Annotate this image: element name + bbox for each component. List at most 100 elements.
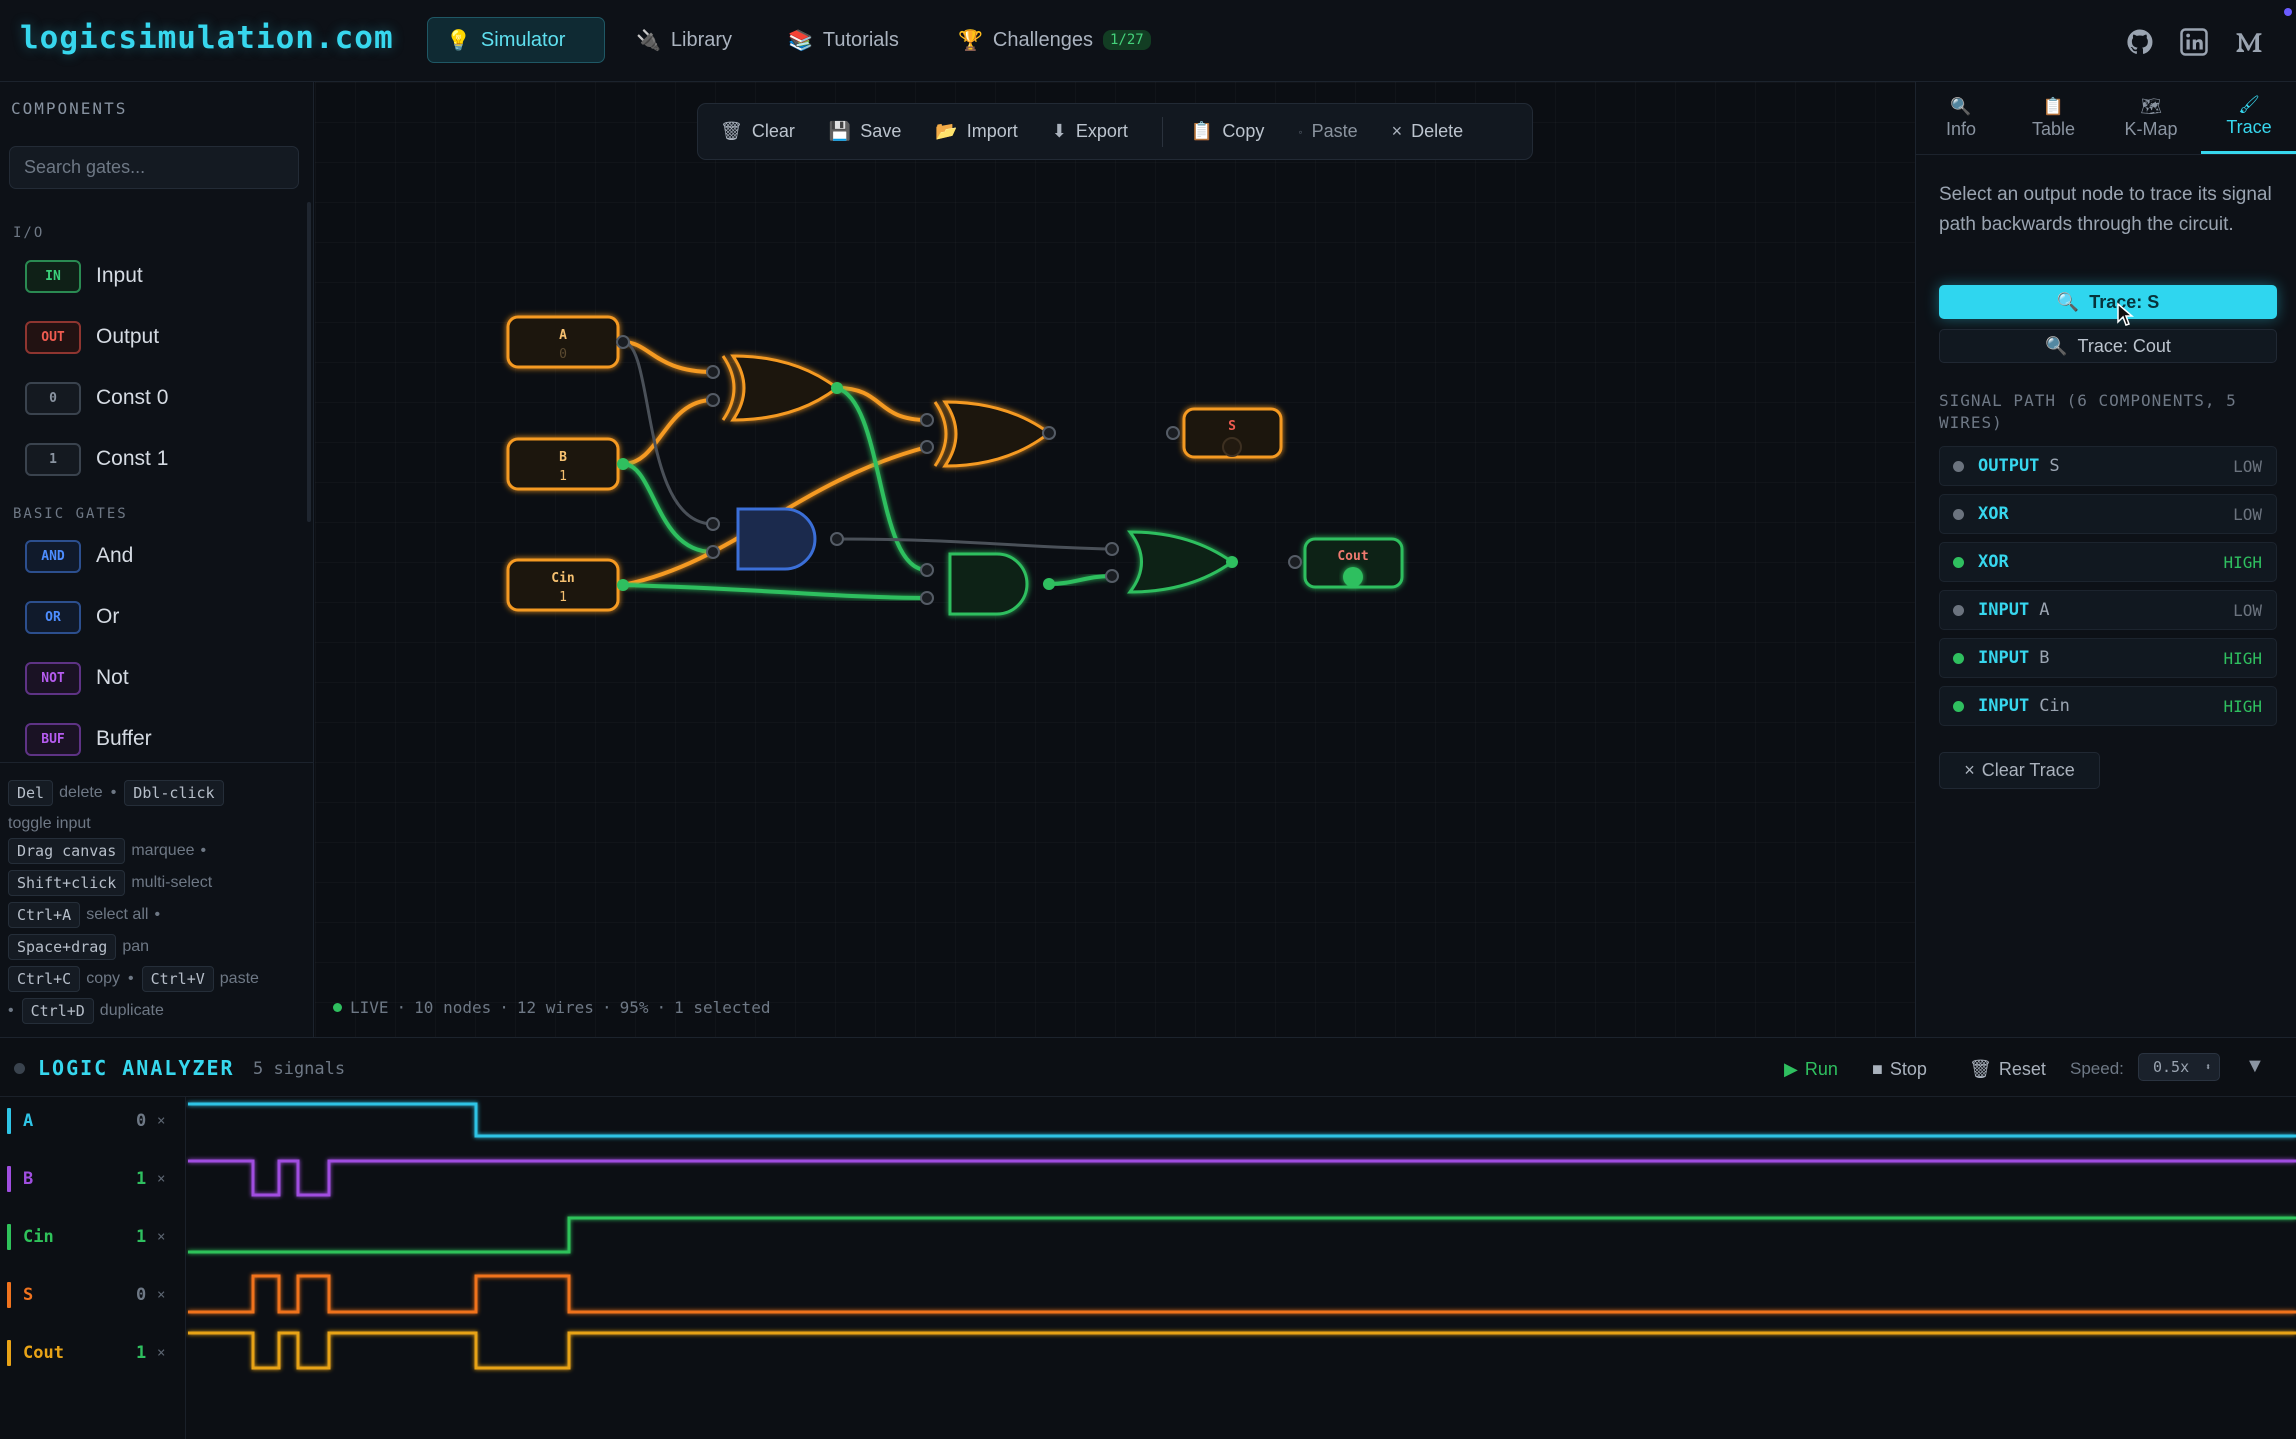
circuit-diagram[interactable]: A 0 B 1 Cin 1 — [315, 82, 1915, 1037]
tab-table[interactable]: 📋Table — [2006, 82, 2101, 154]
waveform-b — [188, 1159, 2296, 1197]
trace-cout-button[interactable]: 🔍Trace: Cout — [1939, 329, 2277, 363]
shortcut-line: • Ctrl+D duplicate — [8, 998, 164, 1024]
circuit-canvas[interactable] — [315, 82, 1915, 1037]
path-kind: OUTPUT — [1978, 456, 2040, 476]
button-label: Trace: Cout — [2077, 335, 2171, 356]
and-gate-2[interactable] — [948, 552, 1029, 616]
component-or[interactable]: OR Or — [0, 591, 300, 643]
medium-icon[interactable] — [2234, 27, 2264, 57]
paste-button[interactable]: ◦Paste — [1298, 121, 1357, 142]
import-button[interactable]: 📂Import — [935, 121, 1017, 142]
remove-signal-icon[interactable]: × — [157, 1345, 166, 1361]
nav-tab-simulator[interactable]: 💡 Simulator — [427, 17, 605, 63]
remove-signal-icon[interactable]: × — [157, 1113, 166, 1129]
save-button[interactable]: 💾Save — [829, 121, 901, 142]
trace-s-button[interactable]: 🔍Trace: S — [1939, 285, 2277, 319]
button-label: Reset — [1998, 1058, 2046, 1079]
collapse-chevron-icon[interactable]: ▼ — [2245, 1055, 2265, 1077]
wire-and1-or — [835, 537, 1114, 551]
pins — [616, 335, 1302, 605]
path-name: A — [2039, 600, 2050, 620]
signal-value: 0 — [136, 1285, 147, 1305]
remove-signal-icon[interactable]: × — [157, 1229, 166, 1245]
speed-select[interactable]: 0.5x⬍ — [2138, 1053, 2220, 1081]
close-icon: × — [1964, 760, 1975, 780]
component-input[interactable]: IN Input — [0, 250, 300, 302]
tab-info[interactable]: 🔍Info — [1916, 82, 2006, 154]
stop-button[interactable]: ■Stop — [1860, 1053, 1939, 1085]
kbd-key: Del — [8, 780, 54, 806]
sidebar-scrollbar[interactable] — [307, 202, 311, 522]
kbd-key: Space+drag — [8, 934, 117, 960]
component-and[interactable]: AND And — [0, 530, 300, 582]
button-label: Copy — [1222, 121, 1265, 141]
or-gate[interactable] — [1126, 530, 1235, 594]
xor-gate-1[interactable] — [721, 354, 840, 422]
export-button[interactable]: ⬇Export — [1052, 121, 1128, 142]
copy-button[interactable]: 📋Copy — [1191, 121, 1264, 142]
nav-tab-label: Tutorials — [822, 28, 899, 51]
signal-path-row[interactable]: INPUT B HIGH — [1939, 638, 2277, 678]
clear-trace-button[interactable]: × Clear Trace — [1939, 752, 2100, 789]
xor-gate-2[interactable] — [933, 400, 1052, 468]
tab-trace[interactable]: 🖌Trace — [2201, 82, 2296, 154]
path-name: S — [2049, 456, 2060, 476]
level-dot — [1953, 508, 1964, 520]
shortcut-line: toggle input — [8, 815, 91, 833]
kbd-key: Ctrl+V — [141, 966, 214, 992]
top-bar: logicsimulation.com 💡 Simulator 🔌 Librar… — [0, 0, 2296, 82]
search-gates-input[interactable] — [9, 146, 299, 189]
tab-kmap[interactable]: 🗺K-Map — [2101, 82, 2201, 154]
input-node-b[interactable]: B 1 — [506, 437, 620, 491]
input-node-cin[interactable]: Cin 1 — [506, 558, 620, 612]
github-icon[interactable] — [2125, 27, 2155, 57]
remove-signal-icon[interactable]: × — [157, 1171, 166, 1187]
signal-value: 1 — [136, 1343, 147, 1363]
path-name: B — [2039, 648, 2050, 668]
tab-label: Info — [1945, 118, 1977, 139]
brand-logo[interactable]: logicsimulation.com — [20, 20, 394, 56]
kbd-key: Dbl-click — [124, 780, 224, 806]
component-not[interactable]: NOT Not — [0, 652, 300, 704]
component-label: Const 1 — [96, 447, 169, 470]
stop-icon: ■ — [1872, 1058, 1883, 1079]
live-indicator-dot — [333, 1003, 342, 1012]
waveform-display[interactable] — [186, 1096, 2296, 1439]
linkedin-icon[interactable] — [2179, 27, 2209, 57]
remove-signal-icon[interactable]: × — [157, 1287, 166, 1303]
component-buffer[interactable]: BUF Buffer — [0, 713, 300, 765]
output-node-cout[interactable]: Cout — [1303, 537, 1404, 589]
clear-button[interactable]: 🗑Clear — [720, 121, 795, 142]
component-output[interactable]: OUT Output — [0, 311, 300, 363]
path-level: HIGH — [2223, 648, 2262, 668]
group-label-basic-gates: BASIC GATES — [13, 506, 128, 522]
and-gate-1[interactable] — [736, 507, 817, 571]
input-node-a[interactable]: A 0 — [506, 315, 620, 369]
level-dot — [1953, 604, 1964, 616]
output-node-s[interactable]: S — [1182, 407, 1283, 459]
reset-button[interactable]: 🗑Reset — [1957, 1053, 2058, 1085]
nav-tab-library[interactable]: 🔌 Library — [618, 17, 750, 63]
nav-tab-challenges[interactable]: 🏆 Challenges 1/27 — [940, 17, 1169, 63]
component-const-1[interactable]: 1 Const 1 — [0, 433, 300, 485]
nav-tab-tutorials[interactable]: 📚 Tutorials — [770, 17, 917, 63]
delete-button[interactable]: ×Delete — [1392, 121, 1464, 142]
button-label: Clear Trace — [1981, 760, 2075, 780]
run-button[interactable]: ▶Run — [1772, 1053, 1850, 1085]
path-kind: INPUT — [1978, 648, 2030, 668]
challenges-progress-badge: 1/27 — [1102, 30, 1151, 50]
signal-color-bar — [7, 1224, 11, 1250]
component-const-0[interactable]: 0 Const 0 — [0, 372, 300, 424]
